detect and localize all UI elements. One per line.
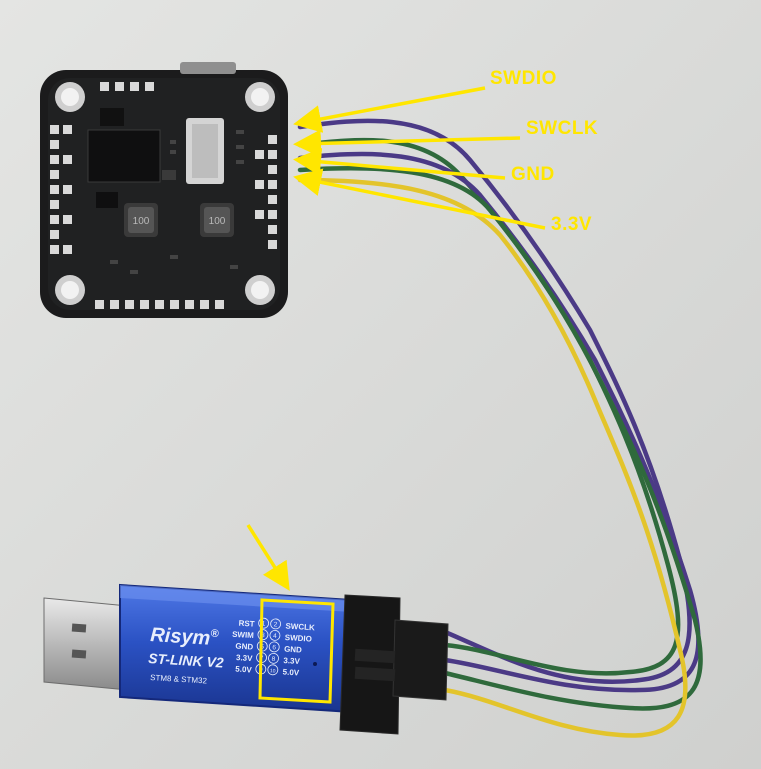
highlight-box [258,598,335,704]
arrow-3v3 [293,168,546,230]
usb-a-plug [43,597,129,691]
stlink-pin-circle [258,617,270,629]
label-swdio: SWDIO [490,68,557,89]
stlink-right-pin-label: GND [284,644,303,654]
svg-text:Risym®: Risym® [150,624,220,650]
label-3v3: 3.3V [551,214,593,235]
inductor-right: 100 [200,203,234,237]
mcu-chip [87,129,161,183]
stlink-pin-number: 2 [274,621,278,628]
stlink-right-pin-label: 3.3V [283,656,301,666]
stlink-pin-number: 3 [261,632,265,639]
wire-green-bot [297,165,703,711]
arrow-stlink-pins [246,524,290,591]
stlink-model: ST-LINK V2 [148,650,225,671]
mounting-holes [55,82,275,305]
stlink-registered: ® [210,628,220,641]
svg-text:100: 100 [209,216,226,227]
label-swclk: SWCLK [526,118,599,139]
arrow-swclk [293,129,521,158]
stlink-subtitle: STM8 & STM32 [150,673,208,685]
regulator-chip [96,192,118,208]
usb-c-port [180,62,236,74]
stlink-pin-number: 6 [272,644,276,651]
stlink-pin-circle [267,664,279,676]
label-gnd: GND [511,164,555,185]
stlink-left-pin-label: 5.0V [235,665,253,675]
stlink-right-pin-label: 5.0V [282,667,300,677]
stlink-pin-number: 4 [273,633,277,640]
stlink-left-pin-label: RST [238,619,255,629]
stlink-right-pin-label: SWCLK [285,622,315,633]
stlink-led [313,662,317,666]
inductor-left: 100 [124,203,158,237]
stlink-pin-circle [270,618,282,630]
edge-pads [50,82,277,309]
small-chip [100,108,124,126]
stlink-left-pin-label: 3.3V [236,653,254,663]
idc-connector [339,594,449,735]
stlink-pin-number: 1 [262,621,266,628]
stlink-pin-circle [268,652,279,664]
stlink-pin-circle [269,629,281,641]
stlink-brand: Risym [150,624,211,650]
stlink-pin-number: 8 [271,656,275,663]
annotation-arrows [246,86,546,591]
stlink-pin-number: 10 [270,668,276,674]
wire-yellow [297,177,688,738]
stlink-left-pin-label: SWIM [232,630,255,640]
flight-controller-board: 100 100 [40,62,288,318]
arrow-swdio [293,86,486,133]
arrow-gnd [293,147,506,180]
wire-bundle [297,118,703,738]
wire-purple-mid [297,151,701,693]
stlink-left-pin-label: GND [235,642,254,652]
stlink-pin-circle [268,641,280,653]
wire-purple-top [297,118,692,684]
stlink-right-pin-label: SWDIO [285,633,313,644]
svg-text:100: 100 [133,216,150,227]
